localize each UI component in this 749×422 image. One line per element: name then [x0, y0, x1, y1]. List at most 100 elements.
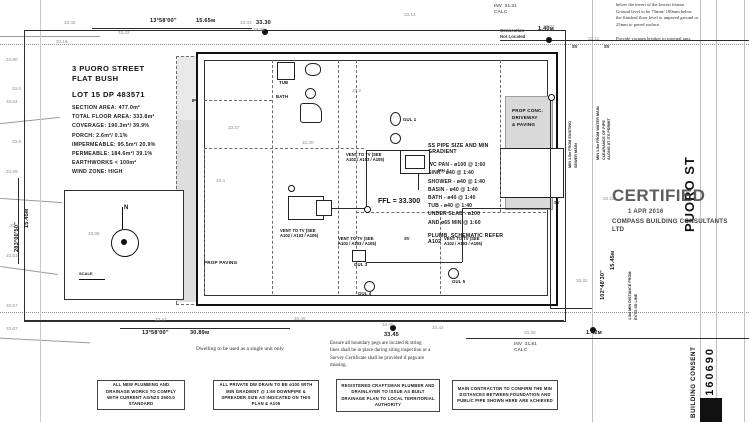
compass-rose-icon: [111, 229, 139, 257]
fixture-gully-3: [352, 250, 366, 262]
fixture-label-gully-3: GUL 3: [354, 262, 368, 267]
sv-marker: SV: [604, 44, 610, 49]
contour-line: [592, 0, 593, 422]
sv-marker: SV: [554, 200, 560, 205]
title-information-block: 3 PUORO STREET FLAT BUSH LOT 15 DP 48357…: [72, 64, 194, 179]
inspection-point-icon: [364, 206, 371, 213]
stamp-date: 1 APR 2016: [628, 209, 664, 215]
spot-level-label: 33.0: [10, 223, 19, 228]
internal-partition: [356, 60, 357, 294]
driveway-label: PROP CONC. DRIVEWAY & PAVING: [512, 108, 544, 127]
vent-note-3: VENT TO TV (SEE A102 / A103 / A105): [338, 236, 377, 247]
internal-partition: [500, 60, 501, 212]
setback-line: [176, 56, 177, 304]
spot-level-label: 33.45: [382, 322, 394, 327]
spot-level-label: 33.11: [588, 36, 600, 41]
plumbing-schematic-note: PLUMB. SCHEMATIC REFER A102: [428, 232, 504, 245]
survey-point-label: 33.30: [256, 20, 271, 26]
pipe-row-tub: TUB - ø40 @ 1:40: [428, 203, 473, 210]
spot-level-label: 33.16: [56, 39, 68, 44]
spot-level-label: 33.30: [524, 330, 536, 335]
spec-impermeable: IMPERMEABLE: 95.5m²/ 20.9%: [72, 141, 156, 148]
spec-permeable: PERMEABLE: 184.6m²/ 39.1%: [72, 150, 153, 157]
boundary-top: [24, 30, 564, 31]
internal-partition: [338, 60, 339, 294]
fixture-kitchen-sink-bowl: [316, 200, 332, 216]
spot-level-label: 33.80: [6, 57, 18, 62]
extg-ss-clearance-note: 1.5м MIN DISTANCE FROM EXTG SS LINE: [628, 271, 638, 320]
contour-line: [0, 312, 749, 313]
internal-partition: [272, 60, 273, 294]
note-box-plumbing-standard: ALL NEW PLUMBING AND DRAINAGE WORKS TO C…: [97, 380, 185, 410]
spec-coverage: COVERAGE: 190.3m²/ 39.9%: [72, 123, 150, 130]
pipe-row-under-slab: UNDER SLAB - ø100: [428, 211, 481, 218]
survey-node: [546, 37, 552, 43]
lateral-drain-run: [550, 96, 551, 308]
address-line-2: FLAT BUSH: [72, 74, 119, 83]
dwelling-outline: [196, 52, 558, 306]
finished-floor-level-label: FFL = 33.300: [378, 198, 421, 205]
spot-level-label: 33.07: [543, 24, 555, 29]
lowest-fixture-note: below the invert of the lowest fixture. …: [616, 2, 699, 27]
dimension-right-length: 15.45м: [610, 250, 616, 270]
drain-run: [366, 150, 367, 208]
sheet-edge-line: [744, 0, 745, 422]
stamp-company: COMPASS BUILDING CONSULTANTS LTD: [612, 218, 728, 234]
pipe-size-schedule: SS PIPE SIZE AND MIN GRADIENT WC PAN - ø…: [428, 143, 504, 245]
internal-partition: [204, 100, 272, 101]
pipe-row-min-grade: AND ø65 MIN @ 1:60: [428, 219, 481, 226]
pipe-schedule-heading: SS PIPE SIZE AND MIN GRADIENT: [428, 143, 489, 155]
paving-label: PROP PAVING: [204, 260, 238, 265]
fixture-wc-2: [390, 112, 401, 126]
spec-wind-zone: WIND ZONE: HIGH: [72, 169, 123, 176]
survey-point-label: 1.40м: [538, 26, 555, 32]
fixture-label-manhole-4: MH 4: [438, 168, 449, 173]
internal-partition: [204, 148, 364, 149]
spot-level-label: 33.47: [155, 317, 167, 322]
spot-level-label: 33.42: [432, 325, 444, 330]
survey-point-label: 1.42м: [586, 330, 603, 336]
survey-node: [262, 29, 268, 35]
address-line-1: 3 PUORO STREET: [72, 64, 145, 73]
note-box-craftsman-plumber: REGISTERED CRAFTSMAN PLUMBER AND DRAINLA…: [336, 379, 440, 412]
fixture-laundry-inner: [405, 155, 425, 169]
fixture-tub: [277, 62, 295, 80]
scale-bar: [79, 279, 105, 280]
vent-note-4: VENT TO TV (SEE A102 / A103 / A105): [444, 236, 483, 247]
public-sewer-main-top: [500, 40, 749, 41]
internal-partition: [440, 212, 441, 294]
spot-level-label: 33.67: [6, 326, 18, 331]
compass-needle: [122, 207, 123, 229]
invert-note-bottom: INV 31.61 CALC: [514, 342, 537, 354]
spot-level-label: 33.33: [240, 20, 252, 25]
contour-line: [40, 0, 41, 422]
boundary-pegs-note: Ensure all boundary pegs are located & s…: [330, 341, 431, 368]
spot-level-label: 33.37: [228, 125, 240, 130]
spot-level-label: 33.42: [64, 20, 76, 25]
dimension-line-top: [92, 28, 252, 29]
drain-run: [366, 150, 418, 151]
spec-total-floor-area: TOTAL FLOOR AREA: 333.8m²: [72, 114, 155, 121]
internal-partition: [356, 212, 546, 213]
internal-partition: [204, 148, 205, 294]
building-consent-label: BUILDING CONSENT: [690, 346, 697, 418]
note-box-main-contractor: MAIN CONTRACTOR TO CONFIRM THE MIN DISTA…: [452, 380, 558, 410]
fixture-label-gully-1: GUL 1: [403, 117, 417, 122]
compass-north-label: N: [124, 205, 129, 211]
sheet-edge-line: [700, 0, 701, 422]
boundary-bottom: [24, 320, 564, 321]
vacuum-breaker-note: Provide vacuum breaker to external taps.: [616, 36, 692, 41]
spot-level-label: 33.14: [404, 12, 416, 17]
fixture-label-gully-5: GUL 5: [452, 279, 466, 284]
fixture-label-gully-4: GUL 4: [358, 291, 372, 296]
invert-note-top: INV 31.31 CALC: [494, 4, 517, 16]
spot-level-label: 33.08: [88, 231, 100, 236]
fixture-basin-2: [390, 133, 401, 144]
spot-level-label: 33.22: [603, 196, 615, 201]
sewer-main-clearance-note: MIN 1.5м FROM EXISTING SEWER MAIN: [568, 120, 578, 168]
note-box-dw-drain: ALL PRIVATE DW DRAIN TO BE ø100 WITH MIN…: [213, 380, 319, 410]
stamp-title: CERTIFIED: [612, 186, 706, 205]
dimension-top-length: 15.65м: [196, 18, 216, 24]
vent-note-2: VENT TO TV (SEE A102 / A103 / A105): [280, 228, 319, 239]
